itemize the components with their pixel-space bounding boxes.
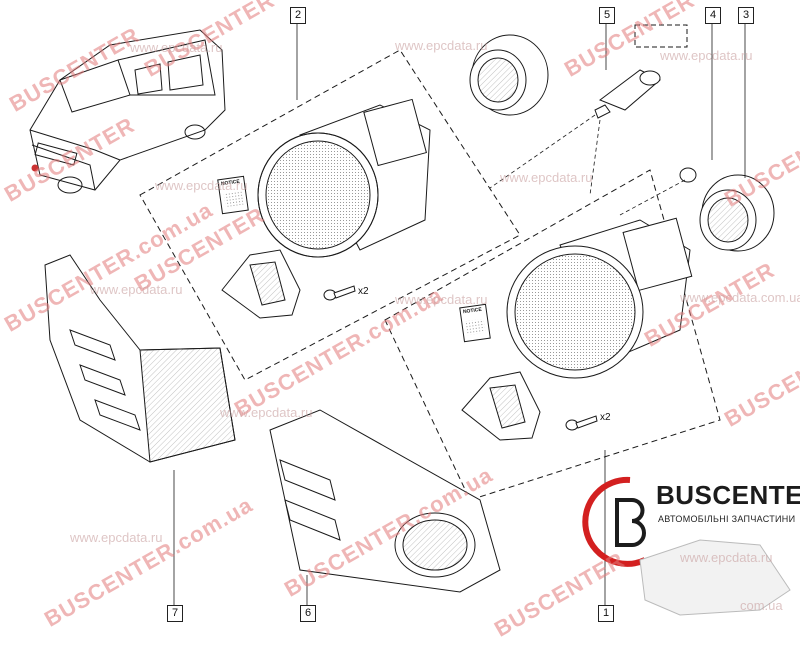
fog-lamp-lower bbox=[506, 217, 693, 379]
watermark-epcdata: www.epcdata.ru bbox=[395, 38, 488, 53]
callout-1: 1 bbox=[598, 605, 614, 622]
nut bbox=[679, 167, 697, 183]
watermark-epcdata: www.epcdata.ru bbox=[395, 292, 488, 307]
bezel-left bbox=[44, 254, 236, 463]
lamp-ring-right bbox=[699, 174, 775, 252]
bezel-center bbox=[269, 409, 501, 593]
logo-title: BUSCENTER bbox=[656, 480, 800, 510]
watermark-epcdata-short: www.epcdata.com.ua bbox=[680, 290, 800, 305]
watermark-epcdata: www.epcdata.ru bbox=[155, 178, 248, 193]
fog-lamp-upper bbox=[257, 98, 431, 258]
watermark-epcdata: www.epcdata.ru bbox=[130, 40, 223, 55]
screw-lower bbox=[565, 415, 598, 431]
buscenter-logo-mark bbox=[582, 476, 791, 616]
callout-6: 6 bbox=[300, 605, 316, 622]
watermark-epcdata: www.epcdata.ru bbox=[660, 48, 753, 63]
bracket-upper bbox=[221, 249, 301, 319]
kit-outline-2 bbox=[139, 49, 521, 381]
callout-4: 4 bbox=[705, 7, 721, 24]
logo-subtitle: АВТОМОБІЛЬНІ ЗАПЧАСТИНИ bbox=[658, 514, 796, 524]
bulb-dashed-frame bbox=[634, 24, 688, 48]
kit-outline-1 bbox=[384, 169, 721, 501]
watermark-epcdata: www.epcdata.ru bbox=[500, 170, 593, 185]
callout-3: 3 bbox=[738, 7, 754, 24]
bulb bbox=[594, 69, 661, 119]
watermark-epcdata: www.epcdata.ru bbox=[90, 282, 183, 297]
lamp-ring-top bbox=[469, 34, 549, 116]
screw-upper bbox=[323, 285, 356, 301]
callout-5: 5 bbox=[599, 7, 615, 24]
leader-lines bbox=[173, 24, 746, 605]
callout-2: 2 bbox=[290, 7, 306, 24]
bracket-lower bbox=[461, 371, 541, 441]
notice-booklet-upper bbox=[217, 175, 249, 215]
callout-7: 7 bbox=[167, 605, 183, 622]
watermark-epcdata: www.epcdata.ru bbox=[680, 550, 773, 565]
watermark-epcdata: www.epcdata.ru bbox=[70, 530, 163, 545]
quantity-label-lower: x2 bbox=[600, 412, 611, 423]
quantity-label-upper: x2 bbox=[358, 286, 369, 297]
van-illustration bbox=[29, 29, 226, 194]
notice-booklet-lower bbox=[459, 303, 491, 343]
watermark-com-ua: com.ua bbox=[740, 598, 783, 613]
watermark-epcdata: www.epcdata.ru bbox=[220, 405, 313, 420]
assembly-arrows bbox=[489, 114, 686, 216]
